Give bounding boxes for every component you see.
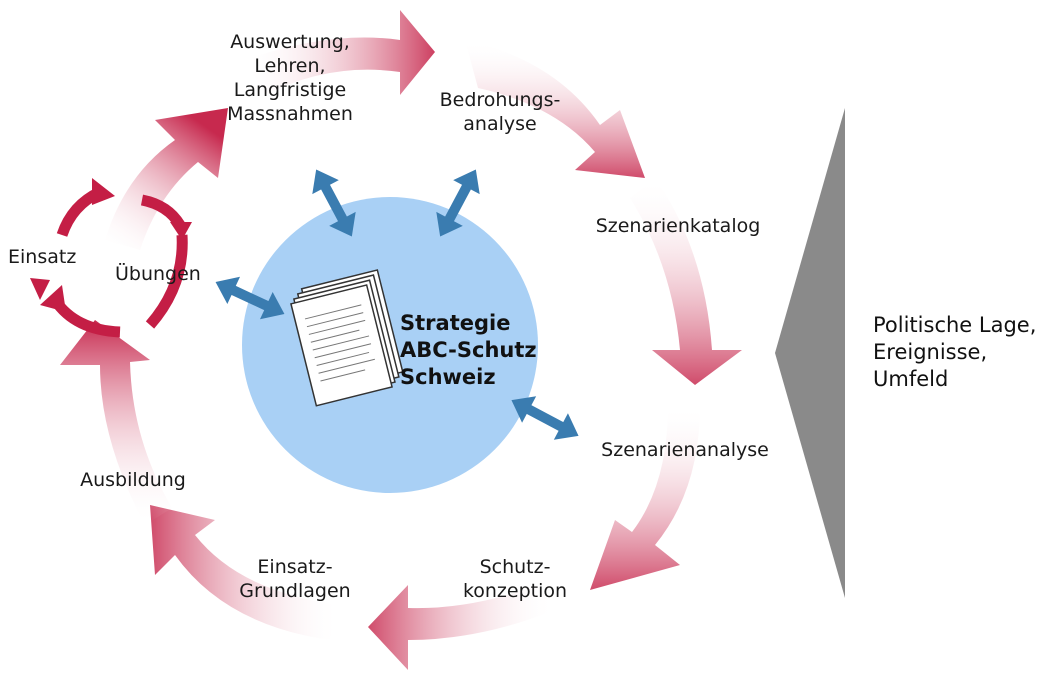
- inner-loop-arc-right: [145, 234, 188, 329]
- step-label-szenarienkatalog: Szenarienkatalog: [595, 215, 761, 237]
- cycle-arrow-upper-left: [105, 108, 228, 250]
- cycle-arrow-left: [60, 320, 172, 525]
- step-label-szenarienanalyse: Szenarienanalyse: [601, 439, 769, 461]
- inner-loop-head-1: [92, 178, 115, 205]
- cycle-arrow-bottom-left: [150, 505, 340, 640]
- cycle-arrow-right-mid: [630, 178, 742, 385]
- cycle-arrow-right-top: [465, 40, 645, 178]
- inner-loop-arc-left: [140, 194, 185, 229]
- link-arrow-bedrohungsanalyse: [436, 169, 480, 237]
- context-wedge: [775, 108, 845, 598]
- inner-loop-heads: [30, 178, 192, 312]
- link-arrows: [215, 169, 579, 440]
- document-stack-icon: [290, 269, 404, 407]
- center-title: Strategie ABC-Schutz Schweiz: [400, 311, 537, 389]
- step-label-auswertung: Auswertung, Lehren, Langfristige Massnah…: [227, 31, 353, 125]
- inner-loop-head-4: [30, 278, 50, 300]
- link-arrow-szenarienanalyse: [511, 396, 579, 440]
- step-label-bedrohungsanalyse: Bedrohungs- analyse: [439, 89, 561, 135]
- cycle-arrow-top: [245, 10, 435, 95]
- cycle-arrows: [60, 10, 742, 670]
- step-label-ausbildung: Ausbildung: [80, 469, 186, 491]
- inner-loop-head-2: [170, 222, 192, 240]
- inner-label-einsatz: Einsatz: [8, 246, 77, 268]
- link-arrow-uebungen: [215, 276, 285, 320]
- step-label-einsatz-grundlagen: Einsatz- Grundlagen: [239, 556, 351, 602]
- inner-loop-head-3: [40, 285, 66, 312]
- context-label: Politische Lage, Ereignisse, Umfeld: [873, 313, 1037, 391]
- cycle-arrow-right-bot: [590, 405, 700, 590]
- cycle-arrow-bottom: [368, 585, 555, 670]
- inner-label-uebungen: Übungen: [115, 263, 201, 285]
- link-arrow-auswertung: [312, 169, 356, 237]
- step-label-schutzkonzeption: Schutz- konzeption: [462, 556, 568, 602]
